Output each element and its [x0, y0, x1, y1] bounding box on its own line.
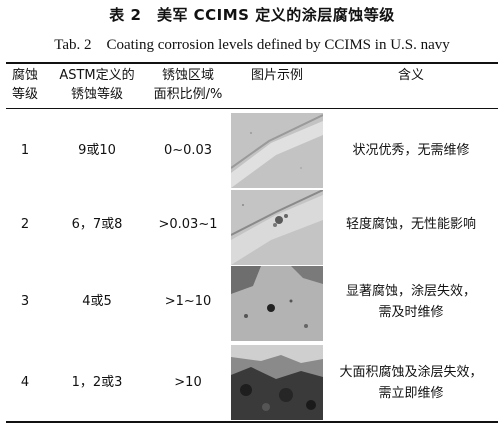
row4-meaning: 大面积腐蚀及涂层失效， 需立即维修 [326, 362, 496, 404]
row1-level: 1 [20, 143, 30, 158]
row3-astm: 4或5 [82, 294, 112, 309]
table-title-en: Tab. 2 Coating corrosion levels defined … [54, 37, 450, 53]
header-meaning: 含义 [397, 68, 424, 83]
row3-meaning-line1: 显著腐蚀，涂层失效， [345, 284, 476, 299]
row1-meaning-line1: 状况优秀，无需维修 [352, 143, 470, 158]
row4-example-image [231, 345, 323, 420]
header-level: 腐蚀 等级 [2, 66, 48, 104]
row4-level: 4 [20, 375, 30, 390]
row4-astm: 1，2或3 [71, 375, 123, 390]
row1-astm: 9或10 [78, 143, 116, 158]
row2-meaning: 轻度腐蚀，无性能影响 [326, 214, 496, 235]
row3-meaning-line2: 需及时维修 [378, 305, 444, 320]
row3-level: 3 [20, 294, 30, 309]
header-level-line1: 腐蚀 [11, 68, 38, 83]
header-astm-line2: 锈蚀等级 [70, 87, 123, 102]
header-astm-line1: ASTM定义的 [59, 68, 135, 83]
header-image: 图片示例 [250, 68, 303, 83]
header-astm: ASTM定义的 锈蚀等级 [50, 66, 144, 104]
row1-meaning: 状况优秀，无需维修 [326, 140, 496, 161]
header-ratio-line1: 锈蚀区域 [161, 68, 214, 83]
row2-ratio: >0.03~1 [158, 217, 218, 232]
row4-meaning-line1: 大面积腐蚀及涂层失效， [339, 365, 483, 380]
header-rule [6, 108, 498, 109]
row3-ratio: >1~10 [164, 294, 212, 309]
row1-ratio: 0~0.03 [163, 143, 213, 158]
top-rule [6, 62, 498, 64]
header-ratio-line2: 面积比例/% [153, 87, 223, 102]
header-level-line2: 等级 [11, 87, 38, 102]
table-title-cn: 表 2 美军 CCIMS 定义的涂层腐蚀等级 [109, 6, 395, 24]
row2-level: 2 [20, 217, 30, 232]
bottom-rule [6, 421, 498, 423]
row3-example-image [231, 266, 323, 341]
row4-meaning-line2: 需立即维修 [378, 386, 444, 401]
row1-example-image [231, 113, 323, 188]
row4-ratio: >10 [174, 375, 202, 390]
row3-meaning: 显著腐蚀，涂层失效， 需及时维修 [326, 281, 496, 323]
row2-meaning-line1: 轻度腐蚀，无性能影响 [345, 217, 476, 232]
header-ratio: 锈蚀区域 面积比例/% [146, 66, 230, 104]
row2-astm: 6，7或8 [71, 217, 123, 232]
row2-example-image [231, 190, 323, 265]
